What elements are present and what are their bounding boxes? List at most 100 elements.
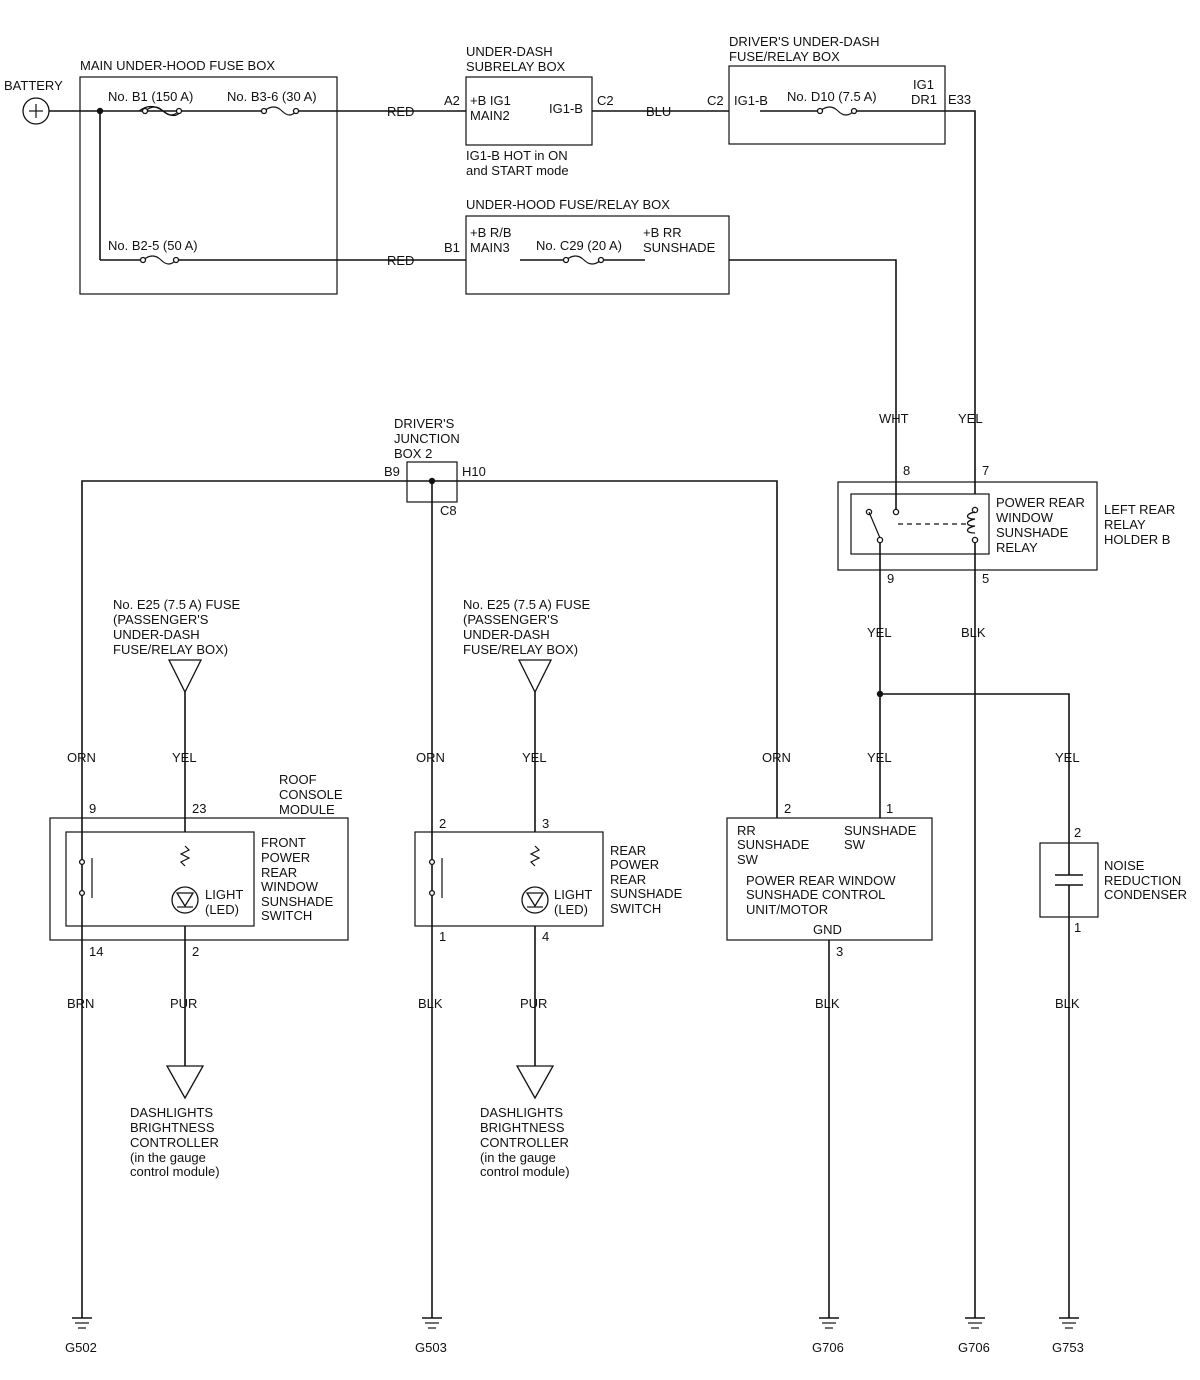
subrelay-note-2: and START mode <box>466 163 569 178</box>
front-led-icon <box>171 886 199 914</box>
roof-pin-23: 23 <box>192 801 206 816</box>
driver-box-title-2: FUSE/RELAY BOX <box>729 49 840 64</box>
subrelay-note-1: IG1-B HOT in ON <box>466 148 568 163</box>
fuse-c29-icon <box>562 255 605 265</box>
front-resistor-icon <box>179 845 191 867</box>
wire-red-top: RED <box>387 104 414 119</box>
wire-pur-left: PUR <box>170 996 197 1011</box>
ground-g706b-label: G706 <box>958 1340 990 1355</box>
fuse-e25-left-4: FUSE/RELAY BOX) <box>113 642 228 657</box>
front-light-label-2: (LED) <box>205 902 239 917</box>
fuse-b2-icon <box>139 255 180 265</box>
ground-g502-icon <box>72 1317 92 1329</box>
battery-label: BATTERY <box>4 78 63 93</box>
rear-switch-label-5: SWITCH <box>610 901 661 916</box>
roof-pin-9: 9 <box>89 801 96 816</box>
relay-pin-9: 9 <box>887 571 894 586</box>
dashlights-left-3: CONTROLLER <box>130 1135 219 1150</box>
main-fuse-box-title: MAIN UNDER-HOOD FUSE BOX <box>80 58 275 73</box>
subrelay-inner-3: IG1-B <box>549 101 583 116</box>
rear-switch-label-2: POWER <box>610 857 659 872</box>
driver-box-pin-c2: C2 <box>707 93 724 108</box>
cond-label-2: REDUCTION <box>1104 873 1181 888</box>
fuse-e25-mid-4: FUSE/RELAY BOX) <box>463 642 578 657</box>
unit-pin-3: 3 <box>836 944 843 959</box>
fuse-e25-left-icon <box>167 659 203 694</box>
ground-g753-label: G753 <box>1052 1340 1084 1355</box>
fuse-e25-left-3: UNDER-DASH <box>113 627 200 642</box>
unit-name-3: UNIT/MOTOR <box>746 902 828 917</box>
fuse-e25-left-1: No. E25 (7.5 A) FUSE <box>113 597 240 612</box>
wire-yel-unit: YEL <box>867 750 892 765</box>
relay-pin-7: 7 <box>982 463 989 478</box>
unit-rr-1: RR <box>737 823 756 838</box>
relay-label-3: SUNSHADE <box>996 525 1069 540</box>
unit-rr-2: SUNSHADE <box>737 837 810 852</box>
rear-switch-label-4: SUNSHADE <box>610 886 683 901</box>
rear-switch-pin-1: 1 <box>439 929 446 944</box>
battery-icon <box>22 97 50 125</box>
wire-red-bottom: RED <box>387 253 414 268</box>
unit-name-1: POWER REAR WINDOW <box>746 873 896 888</box>
wire-blk-unit: BLK <box>815 996 840 1011</box>
relay-coil-icon <box>966 506 979 544</box>
rear-switch-label-3: REAR <box>610 872 646 887</box>
underhood-inner-2: MAIN3 <box>470 240 510 255</box>
ground-g706a-label: G706 <box>812 1340 844 1355</box>
roof-console-module <box>49 817 349 941</box>
dashlights-left-1: DASHLIGHTS <box>130 1105 213 1120</box>
wire-yel-fuse-left: YEL <box>172 750 197 765</box>
roof-console-title-3: MODULE <box>279 802 335 817</box>
subrelay-pin-c2: C2 <box>597 93 614 108</box>
wire-yel-fuse-mid: YEL <box>522 750 547 765</box>
dashlights-left-5: control module) <box>130 1164 220 1179</box>
unit-name-2: SUNSHADE CONTROL <box>746 887 885 902</box>
rear-switch-label-1: REAR <box>610 843 646 858</box>
underhood-pin-b1: B1 <box>444 240 460 255</box>
rear-led-icon <box>521 886 549 914</box>
subrelay-title-1: UNDER-DASH <box>466 44 553 59</box>
rear-power-rear-sunshade-switch <box>414 831 604 927</box>
dashlights-left-4: (in the gauge <box>130 1150 206 1165</box>
dashlights-mid-2: BRIGHTNESS <box>480 1120 565 1135</box>
underhood-inner-4: SUNSHADE <box>643 240 716 255</box>
relay-pin-5: 5 <box>982 571 989 586</box>
relay-pin-8: 8 <box>903 463 910 478</box>
relay-label-2: WINDOW <box>996 510 1054 525</box>
rear-switch-pin-3: 3 <box>542 816 549 831</box>
relay-switch-icon <box>865 508 966 544</box>
under-hood-fuse-relay-box <box>465 215 730 295</box>
ground-g706b-icon <box>965 1317 985 1329</box>
driver-box-ig1: IG1 <box>913 77 934 92</box>
wire-yel-cond: YEL <box>1055 750 1080 765</box>
ground-g502-label: G502 <box>65 1340 97 1355</box>
front-switch-label-6: SWITCH <box>261 908 312 923</box>
wire-yel-e33: YEL <box>958 411 983 426</box>
cond-pin-2: 2 <box>1074 825 1081 840</box>
underhood-inner-1: +B R/B <box>470 225 512 240</box>
wire-wht: WHT <box>879 411 909 426</box>
front-power-rear-window-sunshade-switch <box>65 831 255 927</box>
unit-pin-2: 2 <box>784 801 791 816</box>
wire-orn-mid: ORN <box>416 750 445 765</box>
ground-g753-icon <box>1059 1317 1079 1329</box>
fuse-b1-icon <box>138 105 183 117</box>
wire-blk-cond: BLK <box>1055 996 1080 1011</box>
underhood-box-title: UNDER-HOOD FUSE/RELAY BOX <box>466 197 670 212</box>
dashlights-mid-4: (in the gauge <box>480 1150 556 1165</box>
fuse-b2-label: No. B2-5 (50 A) <box>108 238 198 253</box>
cond-pin-1: 1 <box>1074 920 1081 935</box>
cond-label-3: CONDENSER <box>1104 887 1187 902</box>
fuse-e25-mid-3: UNDER-DASH <box>463 627 550 642</box>
junction-pin-c8: C8 <box>440 503 457 518</box>
rear-switch-pin-4: 4 <box>542 929 549 944</box>
unit-rr-3: SW <box>737 852 759 867</box>
unit-sun-1: SUNSHADE <box>844 823 917 838</box>
fuse-c29-label: No. C29 (20 A) <box>536 238 622 253</box>
drivers-under-dash-fuse-relay-box <box>728 65 946 145</box>
cond-label-1: NOISE <box>1104 858 1145 873</box>
fuse-b3-icon <box>260 106 300 116</box>
underhood-inner-3: +B RR <box>643 225 682 240</box>
subrelay-inner-1: +B IG1 <box>470 93 511 108</box>
